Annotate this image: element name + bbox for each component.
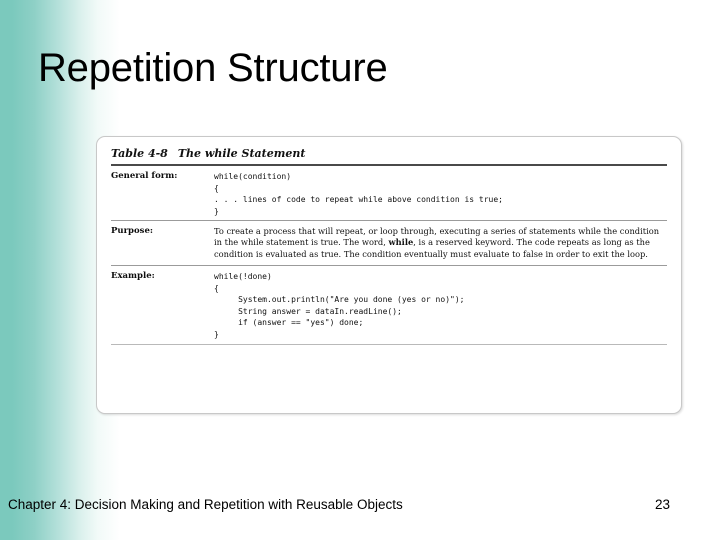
table-panel: Table 4-8 The while Statement General for…	[96, 136, 682, 414]
table-row-example: Example: while(!done) { System.out.print…	[111, 266, 667, 344]
table-divider-1	[111, 220, 667, 221]
table-row-purpose: Purpose: To create a process that will r…	[111, 221, 667, 265]
table-header-rule	[111, 164, 667, 166]
purpose-paragraph: To create a process that will repeat, or…	[214, 226, 667, 260]
table-row-value: To create a process that will repeat, or…	[214, 221, 667, 265]
purpose-text-part1: To create a process that will repeat, or…	[214, 226, 660, 248]
table-row-value: while(!done) { System.out.println("Are y…	[214, 266, 667, 344]
purpose-text-part2: , is a reserved keyword. The code repeat…	[214, 237, 650, 259]
table-row-general-form: General form: while(condition) { . . . l…	[111, 166, 667, 220]
table-caption: Table 4-8 The while Statement	[111, 147, 667, 164]
table-row-label: General form:	[111, 171, 178, 181]
table-divider-2	[111, 265, 667, 267]
footer-chapter-label: Chapter 4: Decision Making and Repetitio…	[8, 497, 403, 512]
table-bottom-rule	[111, 344, 667, 346]
table-row-label: Example:	[111, 271, 155, 282]
table-caption-number: Table 4-8	[111, 147, 168, 160]
footer-page-number: 23	[655, 497, 671, 512]
table-panel-inner: Table 4-8 The while Statement General for…	[111, 147, 667, 405]
table-caption-title: The while Statement	[177, 147, 306, 160]
table-row-value: while(condition) { . . . lines of code t…	[214, 166, 667, 220]
page-title: Repetition Structure	[38, 46, 388, 90]
example-code: while(!done) { System.out.println("Are y…	[214, 272, 465, 339]
general-form-code: while(condition) { . . . lines of code t…	[214, 172, 503, 216]
table-row-label: Purpose:	[111, 226, 153, 236]
purpose-keyword-while: while	[388, 237, 414, 248]
